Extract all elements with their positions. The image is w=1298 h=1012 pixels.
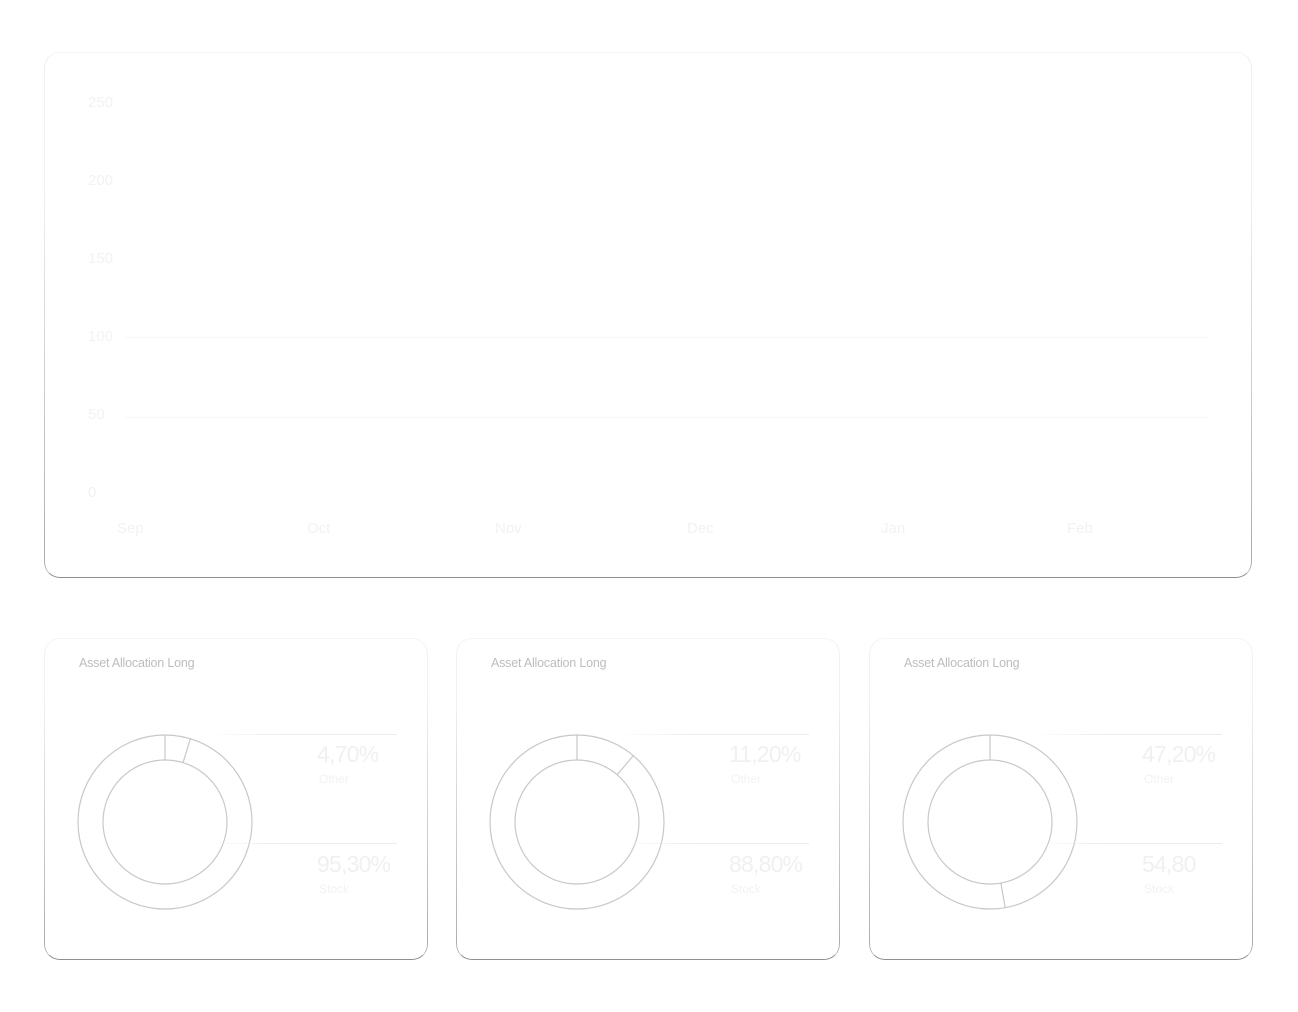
- separator-line: [617, 734, 809, 735]
- asset-allocation-card: Asset Allocation Long 4,70% Other 95,30%…: [44, 638, 428, 960]
- gridline: [125, 337, 1209, 338]
- allocation-donut-chart: [489, 734, 665, 910]
- stock-label: Stock: [1144, 882, 1175, 896]
- x-tick-label: Dec: [687, 520, 714, 537]
- segment-other-divider: [1000, 882, 1006, 908]
- other-label: Other: [1144, 772, 1175, 786]
- stock-percentage: 54,80: [1142, 851, 1196, 877]
- separator-line: [1030, 734, 1222, 735]
- y-tick-label: 100: [88, 328, 114, 345]
- allocation-donut-chart: [77, 734, 253, 910]
- segment-other-divider: [616, 755, 634, 776]
- card-title: Asset Allocation Long: [491, 656, 607, 670]
- y-tick-label: 250: [88, 94, 114, 111]
- other-percentage: 11,20%: [729, 741, 801, 767]
- donut-outer-ring: [489, 734, 665, 910]
- separator-line: [617, 843, 809, 844]
- x-tick-label: Oct: [307, 520, 331, 537]
- other-label: Other: [319, 772, 350, 786]
- asset-allocation-card: Asset Allocation Long 11,20% Other 88,80…: [456, 638, 840, 960]
- donut-inner-ring: [102, 759, 228, 885]
- performance-chart-panel: 250 200 150 100 50 0 Sep Oct Nov Dec Jan…: [44, 52, 1252, 578]
- y-tick-label: 0: [88, 484, 97, 501]
- donut-outer-ring: [77, 734, 253, 910]
- gridline: [125, 417, 1209, 418]
- donut-inner-ring: [514, 759, 640, 885]
- separator-line: [1030, 843, 1222, 844]
- other-label: Other: [731, 772, 762, 786]
- y-tick-label: 150: [88, 250, 114, 267]
- x-tick-label: Feb: [1067, 520, 1093, 537]
- y-tick-label: 50: [88, 406, 105, 423]
- donut-outer-ring: [902, 734, 1078, 910]
- stock-label: Stock: [731, 882, 762, 896]
- donut-inner-ring: [927, 759, 1053, 885]
- stock-percentage: 88,80%: [729, 851, 803, 877]
- other-percentage: 4,70%: [317, 741, 379, 767]
- card-title: Asset Allocation Long: [79, 656, 195, 670]
- card-title: Asset Allocation Long: [904, 656, 1020, 670]
- segment-other-divider: [182, 738, 191, 763]
- x-tick-label: Jan: [881, 520, 906, 537]
- y-tick-label: 200: [88, 172, 114, 189]
- other-percentage: 47,20%: [1142, 741, 1216, 767]
- separator-line: [205, 734, 397, 735]
- asset-allocation-card: Asset Allocation Long 47,20% Other 54,80…: [869, 638, 1253, 960]
- allocation-donut-chart: [902, 734, 1078, 910]
- stock-percentage: 95,30%: [317, 851, 391, 877]
- x-tick-label: Sep: [117, 520, 144, 537]
- stock-label: Stock: [319, 882, 350, 896]
- separator-line: [205, 843, 397, 844]
- x-tick-label: Nov: [495, 520, 522, 537]
